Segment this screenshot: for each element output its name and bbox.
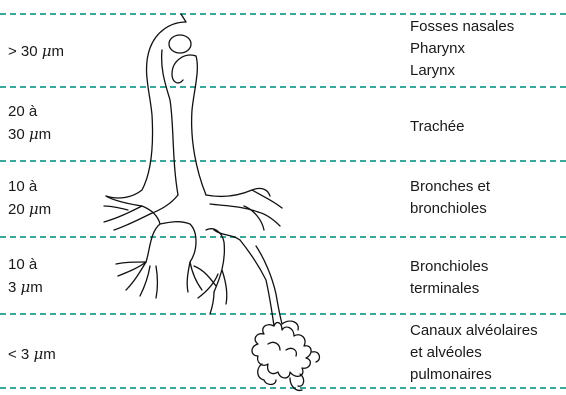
left-bronchiole	[146, 224, 160, 262]
size-label-zone-1: > 30 μm	[8, 40, 64, 63]
nose-tip	[181, 14, 186, 22]
region-text-line: bronchioles	[410, 198, 490, 220]
upper-airway-outline	[106, 22, 186, 198]
size-label-zone-5: < 3 μm	[8, 343, 56, 366]
region-text-line: Fosses nasales	[410, 16, 514, 38]
region-text-line: terminales	[410, 278, 488, 300]
terminal-bronchiole	[240, 240, 274, 326]
trachea-right-wall	[192, 56, 206, 195]
region-text-line: Bronches et	[410, 176, 490, 198]
region-text-line: Larynx	[410, 60, 514, 82]
region-text-line: Trachée	[410, 116, 464, 138]
pharynx-loop	[172, 55, 196, 83]
region-label-zone-2: Trachée	[410, 116, 464, 138]
region-text-line: pulmonaires	[410, 364, 538, 386]
region-text-line: et alvéoles	[410, 342, 538, 364]
region-text-line: Pharynx	[410, 38, 514, 60]
region-text-line: Bronchioles	[410, 256, 488, 278]
region-text-line: Canaux alvéolaires	[410, 320, 538, 342]
nasal-cavity-loop	[169, 35, 191, 53]
alveolar-cluster	[252, 323, 311, 378]
trachea-inner-wall	[162, 50, 178, 195]
